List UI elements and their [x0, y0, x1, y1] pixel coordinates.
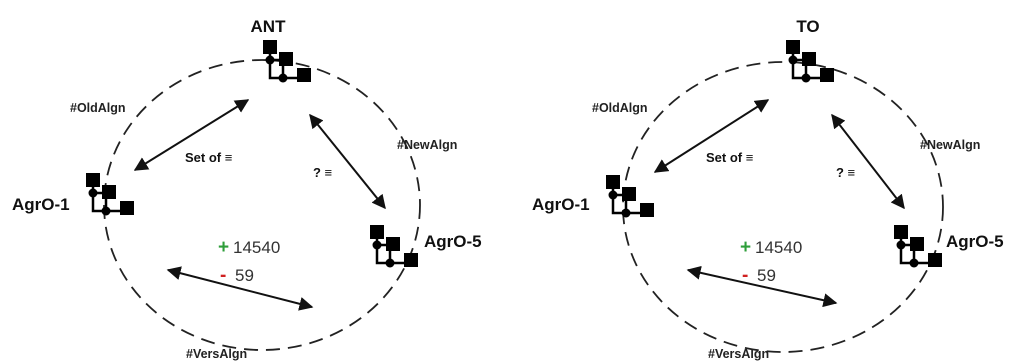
left-ontology-label: AgrO-1	[12, 195, 70, 214]
old-alignment-tag: #OldAlgn	[592, 101, 648, 115]
new-alignment-arrow	[309, 113, 386, 210]
removed-sign: -	[742, 265, 748, 286]
new-alignment-tag: #NewAlgn	[920, 138, 980, 152]
added-count: 14540	[755, 238, 802, 257]
right-ontology-label: AgrO-5	[946, 232, 1004, 251]
new-alignment-arrow	[831, 113, 905, 210]
removed-count: 59	[757, 266, 776, 285]
right-ontology-icon	[368, 223, 420, 269]
removed-sign: -	[220, 265, 226, 286]
set-of-equivalences-label: Set of ≡	[185, 150, 232, 165]
top-ontology-label: ANT	[251, 17, 287, 36]
versioned-alignment-tag: #VersAlgn	[186, 347, 247, 361]
unknown-equivalences-label: ? ≡	[836, 165, 855, 180]
top-ontology-label: TO	[796, 17, 819, 36]
old-alignment-arrow	[653, 99, 770, 173]
versioned-alignment-arrow	[686, 265, 838, 308]
top-ontology-icon	[784, 38, 836, 84]
versioned-alignment-tag: #VersAlgn	[708, 347, 769, 361]
new-alignment-tag: #NewAlgn	[397, 138, 457, 152]
right-ontology-icon	[892, 223, 944, 269]
right-ontology-label: AgrO-5	[424, 232, 482, 251]
unknown-equivalences-label: ? ≡	[313, 165, 332, 180]
versioned-alignment-arrow	[166, 266, 314, 311]
top-ontology-icon	[261, 38, 313, 84]
alignment-cycle-ellipse	[622, 61, 944, 353]
panel-to: TO AgrO-1 AgrO-5 #OldAlgn #NewAlgn #Vers…	[532, 17, 1004, 361]
left-ontology-icon	[604, 173, 656, 219]
alignment-cycle-ellipse	[103, 59, 421, 351]
set-of-equivalences-label: Set of ≡	[706, 150, 753, 165]
added-count: 14540	[233, 238, 280, 257]
left-ontology-icon	[84, 171, 136, 217]
removed-count: 59	[235, 266, 254, 285]
added-sign: +	[218, 237, 229, 258]
old-alignment-arrow	[133, 99, 250, 171]
old-alignment-tag: #OldAlgn	[70, 101, 126, 115]
panel-ant: ANT AgrO-1 AgrO-5 #OldAlgn #NewAlgn #Ver…	[12, 17, 482, 361]
added-sign: +	[740, 237, 751, 258]
left-ontology-label: AgrO-1	[532, 195, 590, 214]
